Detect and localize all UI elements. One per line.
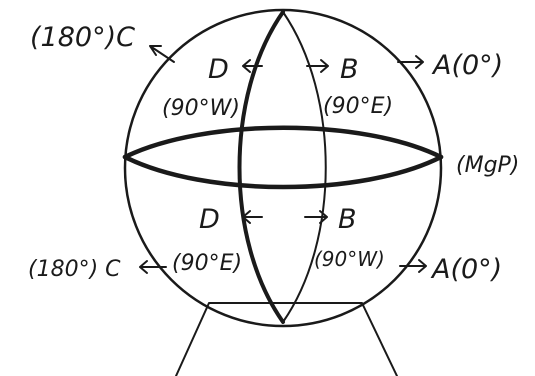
globe-stand (175, 302, 398, 376)
meridian-right-arc (282, 11, 327, 323)
equator-upper-arc (122, 125, 444, 160)
meridian-left-arc (237, 10, 285, 324)
globe-outline (123, 8, 443, 328)
label-top-b: B (340, 54, 359, 85)
label-top-d: D (208, 54, 229, 85)
label-top-left-c: (180°)C (30, 22, 135, 53)
label-top-b-degrees: (90°E) (323, 94, 393, 119)
label-top-right-a: A(0°) (431, 50, 503, 81)
label-equator-mgp: (MgP) (456, 153, 519, 178)
label-bottom-left-c: (180°) C (28, 257, 121, 282)
label-bottom-right-a: A(0°) (430, 254, 502, 285)
label-top-d-degrees: (90°W) (162, 96, 240, 121)
equator-lower-arc (122, 154, 444, 190)
label-bottom-b: B (338, 204, 357, 235)
label-bottom-d-degrees: (90°E) (172, 251, 242, 276)
label-bottom-d: D (199, 204, 220, 235)
arrows (139, 45, 427, 274)
label-bottom-b-degrees: (90°W) (314, 247, 385, 271)
